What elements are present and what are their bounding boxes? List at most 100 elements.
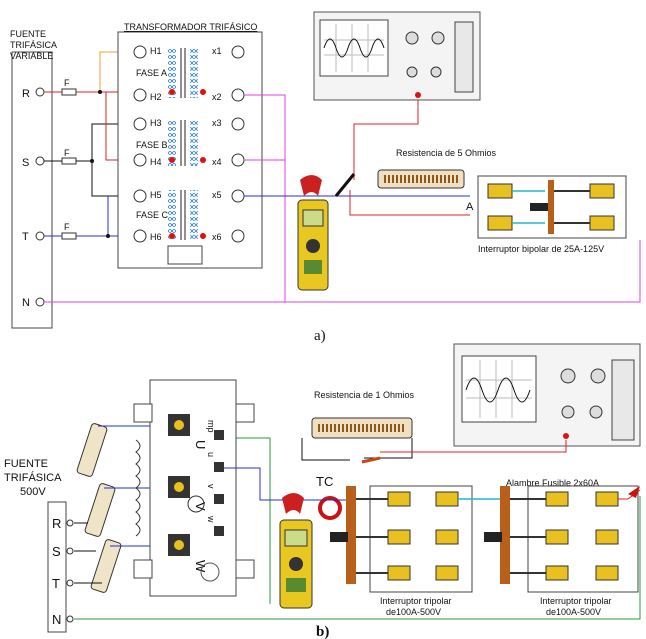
terminal-h5: [133, 189, 147, 203]
secondary-coil-a: [190, 48, 198, 98]
polarity-dot: [200, 233, 206, 239]
switch-terminal: [545, 529, 569, 545]
label-mp: mp: [206, 420, 216, 433]
probe-icon: [334, 173, 356, 197]
fuse-icon: [61, 232, 77, 240]
wires-source-b: [74, 522, 102, 584]
switch-terminal: [435, 491, 459, 507]
clamp-meter-icon: [297, 175, 329, 291]
switch2-lever: [500, 486, 510, 584]
switch-terminal: [589, 183, 615, 199]
scope-knob: [589, 405, 603, 419]
label-fase-a: FASE A: [136, 68, 167, 78]
terminal-h2: [133, 88, 147, 102]
scope-knob: [430, 66, 442, 78]
switch-link: [512, 190, 545, 224]
label-w-small: w: [206, 515, 216, 523]
clamp-meter-icon: [279, 493, 313, 609]
terminal-r: [35, 87, 45, 97]
terminal-n: [35, 297, 45, 307]
source-title-line3: VARIABLE: [10, 51, 53, 61]
label-x5: x5: [212, 190, 222, 200]
resistor-label-a: Resistencia de 5 Ohmios: [396, 148, 497, 158]
terminal-h4: [133, 153, 147, 167]
phase-s-label: S: [22, 157, 29, 169]
terminal-r-b: [66, 519, 74, 527]
source-title-line1: FUENTE: [10, 29, 46, 39]
switch2-label-line1: Interruptor tripolar: [540, 596, 612, 606]
scope-knob: [405, 31, 419, 45]
switch1-label-line2: de100A-500V: [386, 607, 441, 617]
meter-dial-b: [289, 557, 303, 571]
polarity-dot: [169, 233, 175, 239]
phase-r-b: R: [52, 516, 61, 531]
terminal-x3: [231, 117, 245, 131]
fixed-source: FUENTE TRIFÁSICA 500V R S T N: [4, 458, 74, 633]
node-a-label: A: [466, 201, 474, 213]
caption-b: b): [316, 624, 329, 639]
source-b-line2: TRIFÁSICA: [4, 471, 62, 484]
diagram-a: FUENTE TRIFÁSICA VARIABLE R S T N F F F: [10, 11, 641, 344]
fuse-label-s: F: [64, 148, 70, 158]
switch2-label-line2: de100A-500V: [546, 607, 601, 617]
scope-trace: [323, 38, 385, 58]
terminal-t: [35, 231, 45, 241]
switch-label-a: Interruptor bipolar de 25A-125V: [478, 244, 604, 254]
switch1-label-line1: Interruptor tripolar: [380, 596, 452, 606]
small-terminal-u: [214, 462, 224, 472]
label-u-small: u: [206, 452, 216, 457]
phase-s-b: S: [52, 544, 61, 559]
resistor-icon: [84, 483, 116, 537]
label-x2: x2: [212, 92, 222, 102]
label-v-big: V: [193, 502, 208, 511]
wire-motor-u-out: [224, 467, 286, 501]
switch2-contacts: [510, 498, 546, 574]
meter-display: [302, 209, 324, 227]
label-w-big: W: [193, 560, 208, 573]
scope-knob: [406, 66, 418, 78]
phase-n-b: N: [52, 612, 61, 627]
scope-knob: [590, 368, 606, 384]
fuse-label-r: F: [64, 78, 70, 88]
small-terminal-w: [214, 526, 224, 536]
three-phase-transformer: TRANSFORMADOR TRIFÁSICO H1 H2 H3 H4 H5 H…: [117, 22, 263, 269]
meter-dial: [306, 239, 320, 253]
switch-terminal: [595, 529, 619, 545]
probe-icon: [361, 456, 381, 464]
phase-t-b: T: [52, 576, 60, 591]
primary-coil-a: [168, 48, 176, 98]
meter-screen-b: [286, 578, 306, 592]
wire-scope-b-probe: [380, 440, 567, 453]
label-h3: H3: [150, 118, 162, 128]
label-x6: x6: [212, 232, 222, 242]
motor-foot: [133, 403, 153, 423]
alligator-clip-icon: [628, 486, 640, 498]
label-x4: x4: [212, 157, 222, 167]
label-h2: H2: [150, 92, 162, 102]
phase-n-label: N: [22, 297, 30, 309]
switch-handle: [530, 203, 548, 211]
shaft-cover: [200, 562, 220, 582]
label-h6: H6: [150, 232, 162, 242]
fuse-icon: [61, 88, 77, 96]
terminal-x6: [231, 229, 245, 243]
terminal-s: [35, 156, 45, 166]
switch-terminal: [589, 215, 615, 231]
source-b-line3: 500V: [20, 486, 46, 498]
source-box-a: [11, 51, 53, 329]
clamp-jaw-b: [282, 493, 304, 514]
switch-lever: [548, 180, 554, 234]
switch-terminal: [387, 529, 411, 545]
small-terminal-v: [214, 494, 224, 504]
switch1-contacts: [356, 498, 388, 574]
scope-input-b: [563, 433, 569, 439]
junction: [106, 234, 110, 238]
source-box-b: [47, 501, 67, 633]
switch-icon: Interruptor tripolar de100A-500V: [330, 485, 473, 617]
secondary-coil-c: [190, 190, 198, 240]
wire-scope-probe: [353, 100, 419, 180]
label-x3: x3: [212, 118, 222, 128]
meter-screen: [304, 260, 322, 274]
wire-x2-neutral: [244, 94, 286, 302]
label-h4: H4: [150, 157, 162, 167]
